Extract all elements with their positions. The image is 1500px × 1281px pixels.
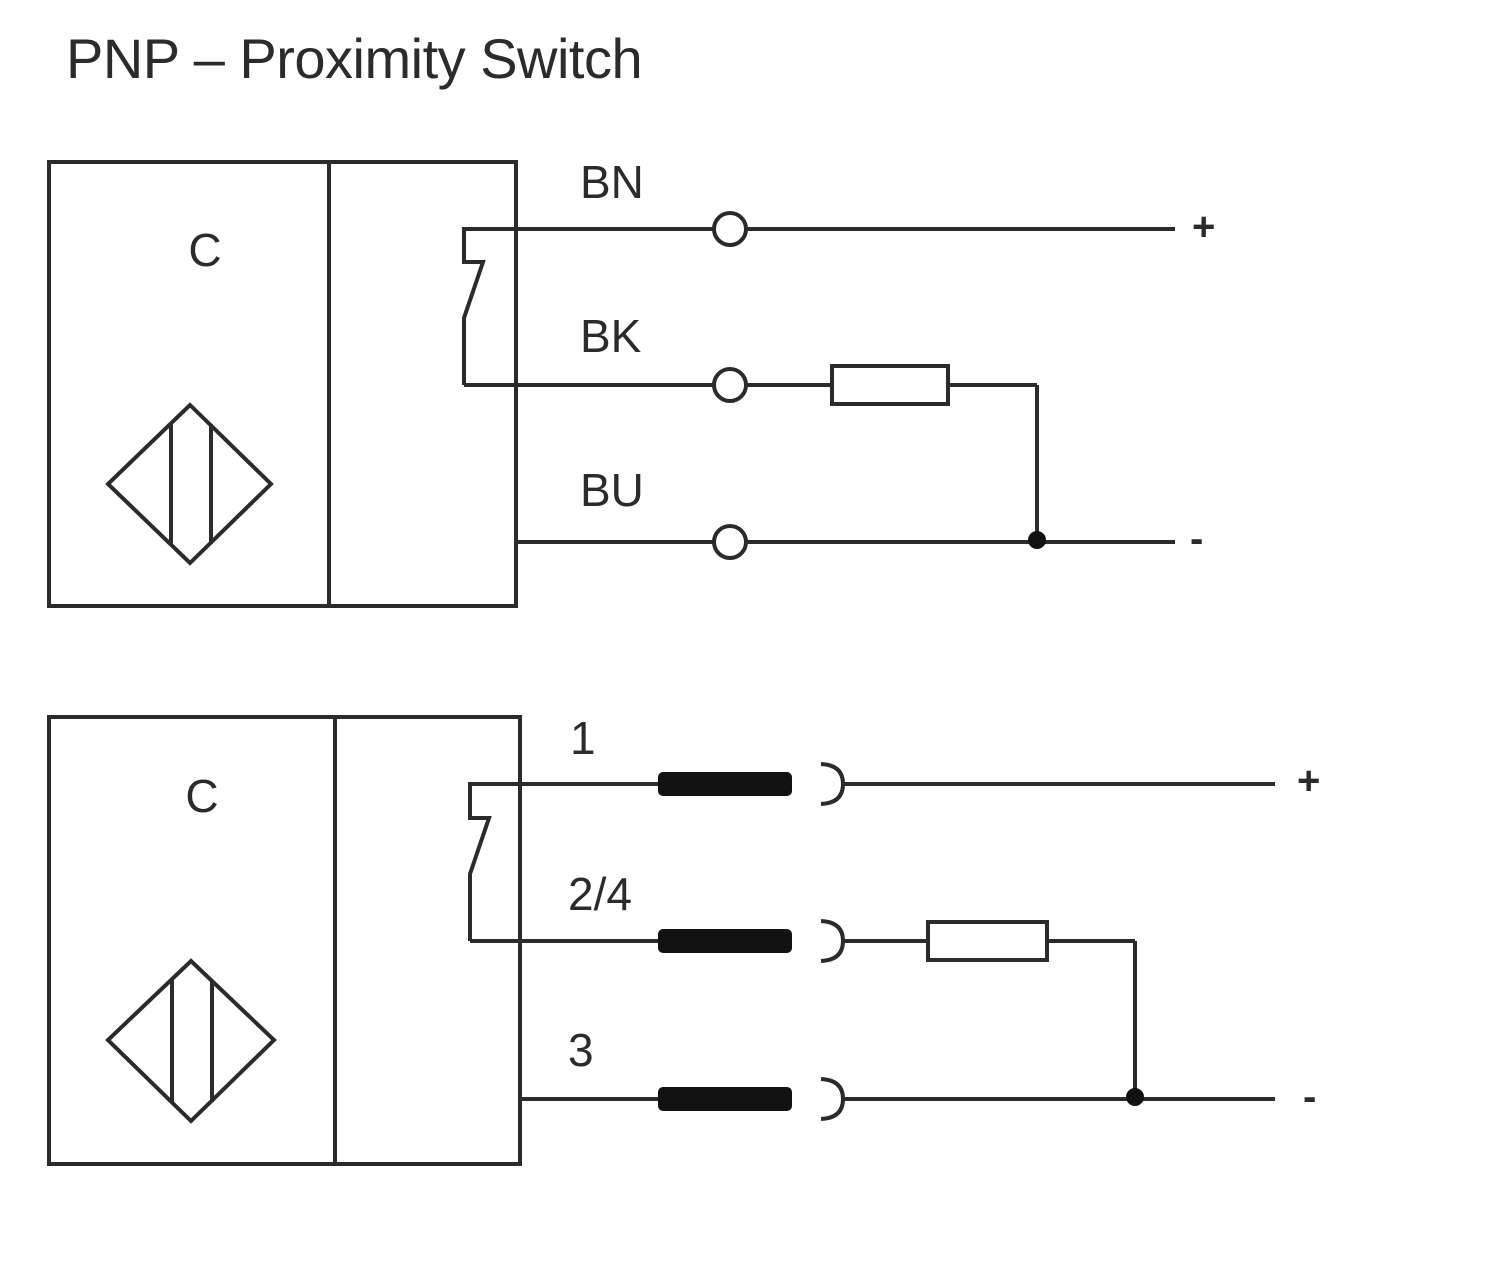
capacitive-label: C	[188, 224, 221, 276]
connector-plug-1	[658, 772, 792, 796]
load-resistor	[830, 364, 950, 406]
terminal-bk	[712, 367, 748, 403]
positive-sign: +	[1297, 759, 1320, 803]
capacitive-sensor-icon	[105, 402, 274, 566]
connector-plug-3	[658, 1087, 792, 1111]
load-resistor	[926, 920, 1049, 962]
negative-sign: -	[1303, 1075, 1316, 1119]
capacitive-label: C	[185, 770, 218, 822]
connector-socket-3	[820, 1077, 846, 1121]
connector-wiring-diagram: C 1 2/4 3 + -	[47, 712, 1320, 1166]
pin-label-2-4: 2/4	[568, 868, 632, 920]
terminal-bu	[712, 524, 748, 560]
negative-sign: -	[1190, 517, 1203, 561]
pnp-switch-contact	[462, 227, 730, 387]
positive-sign: +	[1192, 205, 1215, 249]
pin-label-1: 1	[570, 712, 596, 764]
pin-label-3: 3	[568, 1024, 594, 1076]
wire-label-bk: BK	[580, 310, 642, 362]
diagram-title: PNP – Proximity Switch	[66, 27, 643, 90]
connector-plug-2-4	[658, 929, 792, 953]
wire-label-bu: BU	[580, 464, 644, 516]
capacitive-sensor-icon	[105, 958, 277, 1124]
connector-socket-1	[820, 762, 846, 806]
junction-dot	[1028, 531, 1046, 549]
wire-label-bn: BN	[580, 156, 644, 208]
connector-socket-2-4	[820, 919, 846, 963]
terminal-bn	[712, 211, 748, 247]
cable-wiring-diagram: C BN BK BU + -	[47, 156, 1215, 608]
junction-dot	[1126, 1088, 1144, 1106]
sensor-housing	[47, 715, 522, 1166]
pnp-switch-contact	[468, 782, 660, 943]
sensor-housing	[47, 160, 518, 608]
